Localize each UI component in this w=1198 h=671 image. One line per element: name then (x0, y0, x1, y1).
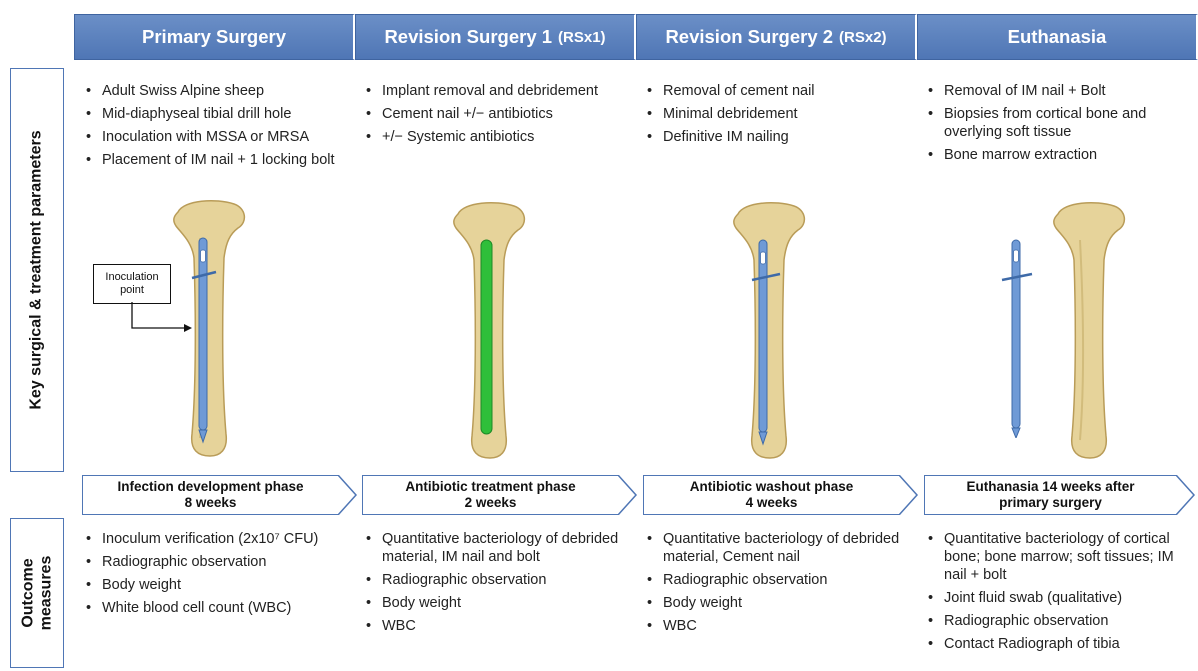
phase-arrow-icon (899, 475, 919, 515)
outcomes-list-euthanasia: Quantitative bacteriology of cortical bo… (926, 530, 1188, 658)
parameters-list-euthanasia: Removal of IM nail + Bolt Biopsies from … (926, 82, 1188, 169)
header-revision-surgery-1: Revision Surgery 1 (RSx1) (355, 14, 636, 60)
list-item: Radiographic observation (926, 612, 1188, 630)
list-item: Quantitative bacteriology of debrided ma… (645, 530, 905, 566)
tibia-with-cement-nail-illustration (453, 201, 526, 459)
list-item: Minimal debridement (645, 105, 905, 123)
outcomes-list-rsx1: Quantitative bacteriology of debrided ma… (364, 530, 626, 640)
list-item: WBC (645, 617, 905, 635)
list-item: Implant removal and debridement (364, 82, 624, 100)
header-revision-surgery-2: Revision Surgery 2 (RSx2) (636, 14, 917, 60)
list-item: Inoculum verification (2x10⁷ CFU) (84, 530, 344, 548)
inoculation-arrow-icon (131, 302, 192, 332)
list-item: Body weight (645, 594, 905, 612)
outcomes-list-rsx2: Quantitative bacteriology of debrided ma… (645, 530, 905, 640)
phase-arrow-icon (338, 475, 358, 515)
header-row: Primary Surgery Revision Surgery 1 (RSx1… (74, 14, 1198, 60)
list-item: WBC (364, 617, 626, 635)
list-item: Bone marrow extraction (926, 146, 1188, 164)
list-item: +/− Systemic antibiotics (364, 128, 624, 146)
list-item: Joint fluid swab (qualitative) (926, 589, 1188, 607)
list-item: Radiographic observation (364, 571, 626, 589)
list-item: Quantitative bacteriology of cortical bo… (926, 530, 1188, 584)
list-item: Biopsies from cortical bone and overlyin… (926, 105, 1188, 141)
removed-im-nail-illustration (1001, 239, 1033, 438)
header-euthanasia: Euthanasia (917, 14, 1198, 60)
outcomes-list-primary: Inoculum verification (2x10⁷ CFU) Radiog… (84, 530, 344, 622)
tibia-after-removal-illustration (1053, 201, 1126, 459)
list-item: Adult Swiss Alpine sheep (84, 82, 354, 100)
list-item: Contact Radiograph of tibia (926, 635, 1188, 653)
inoculation-point-label: Inoculation point (93, 264, 171, 304)
tibia-with-definitive-im-nail-illustration (733, 201, 806, 459)
list-item: Definitive IM nailing (645, 128, 905, 146)
list-item: Quantitative bacteriology of debrided ma… (364, 530, 626, 566)
list-item: Cement nail +/− antibiotics (364, 105, 624, 123)
list-item: Body weight (84, 576, 344, 594)
phase-arrow-icon (1176, 475, 1196, 515)
list-item: Mid-diaphyseal tibial drill hole (84, 105, 354, 123)
list-item: Body weight (364, 594, 626, 612)
header-primary-surgery: Primary Surgery (74, 14, 355, 60)
side-label-parameters: Key surgical & treatment parameters (10, 68, 64, 472)
list-item: Radiographic observation (84, 553, 344, 571)
parameters-list-rsx1: Implant removal and debridement Cement n… (364, 82, 624, 151)
list-item: Radiographic observation (645, 571, 905, 589)
side-label-outcomes: Outcome measures (10, 518, 64, 668)
list-item: Removal of cement nail (645, 82, 905, 100)
parameters-list-rsx2: Removal of cement nail Minimal debrideme… (645, 82, 905, 151)
list-item: Placement of IM nail + 1 locking bolt (84, 151, 354, 169)
list-item: Removal of IM nail + Bolt (926, 82, 1188, 100)
list-item: Inoculation with MSSA or MRSA (84, 128, 354, 146)
phase-arrow-icon (618, 475, 638, 515)
list-item: White blood cell count (WBC) (84, 599, 344, 617)
parameters-list-primary: Adult Swiss Alpine sheep Mid-diaphyseal … (84, 82, 354, 174)
tibia-with-im-nail-illustration (173, 199, 246, 457)
